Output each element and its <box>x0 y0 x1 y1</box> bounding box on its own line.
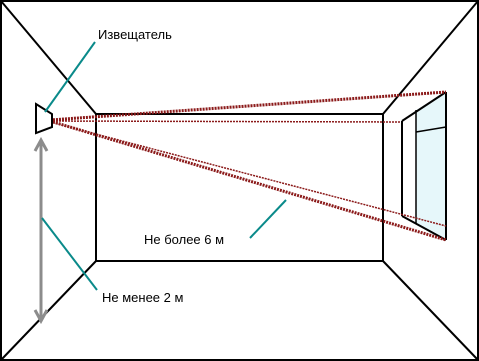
detector-device <box>35 102 53 135</box>
edge-top-left <box>0 0 97 115</box>
edge-top-right <box>382 0 479 115</box>
height-leader <box>41 217 98 291</box>
window-transom <box>415 126 447 133</box>
back-wall <box>95 113 384 262</box>
detector-leader <box>44 41 96 113</box>
detector-icon <box>35 102 53 135</box>
min-height-label: Не менее 2 м <box>102 290 183 305</box>
height-arrow-head-down-icon <box>33 309 49 325</box>
edge-bottom-right <box>382 260 479 361</box>
beam-to-window-top <box>49 90 447 122</box>
detection-beams <box>49 90 447 242</box>
window-glass <box>416 92 446 240</box>
leader-lines <box>41 41 287 291</box>
window-bottom-edge <box>401 215 447 241</box>
window <box>401 91 447 241</box>
height-arrow-head-up-icon <box>33 136 49 152</box>
beam-to-window-bottom <box>49 119 447 242</box>
max-distance-label: Не более 6 м <box>144 232 224 247</box>
window-top-edge <box>401 91 447 122</box>
beam-horizontal <box>49 120 401 123</box>
beam-to-window-lower <box>49 121 447 227</box>
distance-leader <box>249 199 287 239</box>
height-arrow <box>33 136 49 325</box>
edge-bottom-left <box>0 260 97 361</box>
detector-label: Извещатель <box>98 27 172 42</box>
